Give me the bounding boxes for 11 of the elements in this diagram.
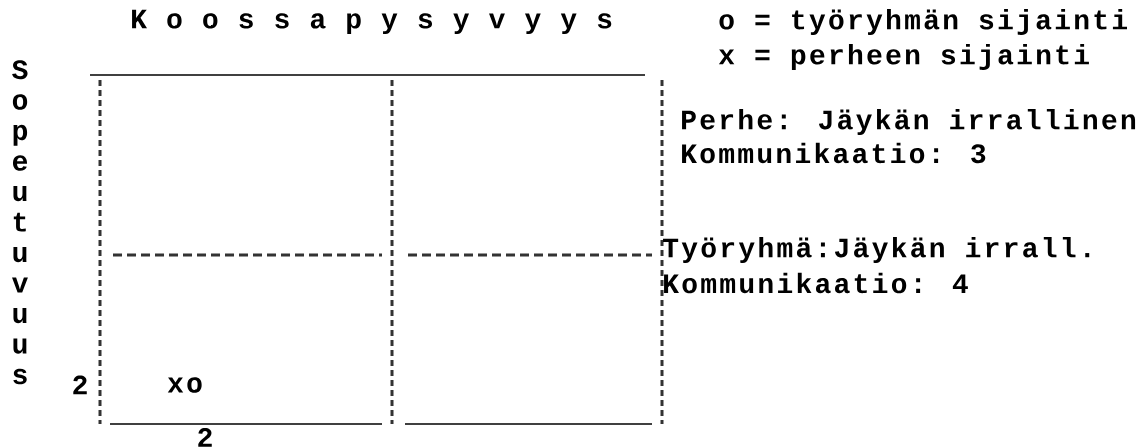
data-point-label: xo <box>167 377 202 393</box>
note-text: Työryhmä:Jäykän irrall. <box>663 236 1090 264</box>
tick-label: 2 <box>198 428 212 447</box>
note-text: Kommunikaatio: 4 <box>664 272 968 294</box>
note-text: Perhe: Jäykän irrallinen <box>682 108 1136 136</box>
tick-label: 2 <box>73 375 87 395</box>
note-text: Kommunikaatio: 3 <box>682 142 986 164</box>
legend-text: o = työryhmän sijainti <box>719 8 1127 36</box>
axis-title: Sopeutuvuus <box>12 60 28 385</box>
legend-text: x = perheen sijainti <box>718 43 1089 71</box>
axis-title: K o o s s a p y s y v y y s <box>132 9 612 35</box>
